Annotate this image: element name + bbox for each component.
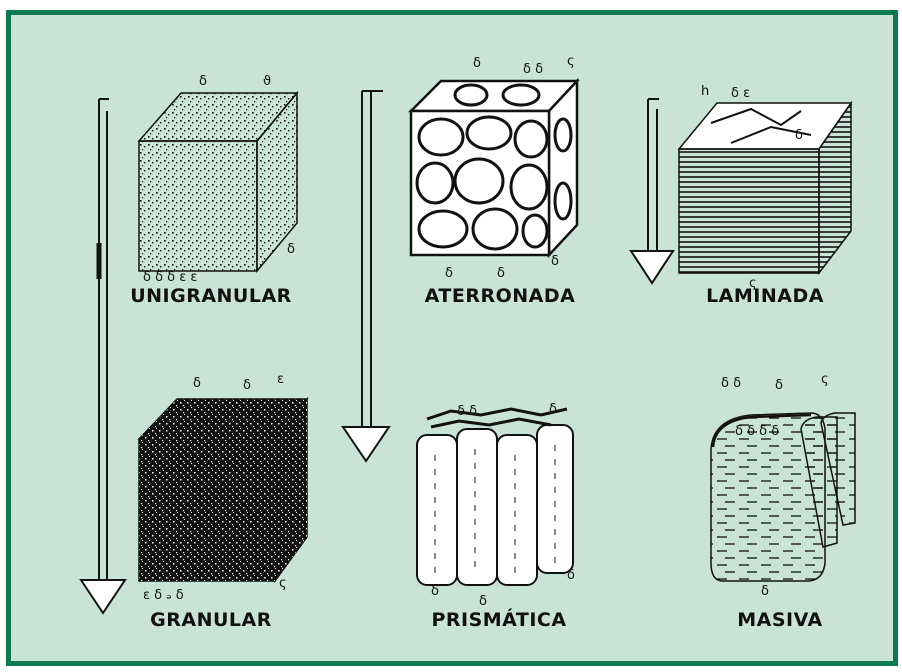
laminada-cube-drawing: h δ ε δ ς <box>679 84 851 291</box>
aterronada-cube-drawing: δ δ δ ς δ δ δ <box>411 54 577 281</box>
label-laminada: LAMINADA <box>706 285 824 307</box>
svg-text:δ: δ <box>761 584 769 599</box>
svg-text:δ: δ <box>551 254 559 269</box>
arrow-middle <box>343 91 389 461</box>
svg-text:δ: δ <box>431 584 439 599</box>
svg-text:ς: ς <box>821 372 829 387</box>
svg-text:δ: δ <box>199 74 207 89</box>
svg-text:δ: δ <box>549 402 557 417</box>
arrow-left <box>81 99 125 613</box>
svg-text:δ: δ <box>775 378 783 393</box>
svg-text:δ: δ <box>795 128 803 143</box>
granular-cube-drawing: δ δ ε ε δ ₔ δ ς <box>139 372 307 603</box>
label-prismatica: PRISMÁTICA <box>431 609 566 631</box>
svg-text:ς: ς <box>567 54 575 69</box>
svg-text:δ δ δ ε ε: δ δ δ ε ε <box>143 270 197 285</box>
svg-text:δ: δ <box>497 266 505 281</box>
svg-text:δ: δ <box>567 568 575 583</box>
svg-text:ε: ε <box>277 372 284 387</box>
svg-text:δ: δ <box>445 266 453 281</box>
svg-text:ϑ: ϑ <box>263 74 271 89</box>
soil-structure-diagram: δ ϑ δ δ δ ε ε δ <box>11 15 898 666</box>
masiva-block-drawing: δ δ δ ς δ δ δ δ δ <box>711 372 855 599</box>
svg-text:h: h <box>701 84 709 99</box>
label-masiva: MASIVA <box>737 609 823 631</box>
label-aterronada: ATERRONADA <box>425 285 576 307</box>
svg-text:ς: ς <box>279 576 287 591</box>
diagram-frame: δ ϑ δ δ δ ε ε δ <box>6 10 898 666</box>
svg-text:δ ε: δ ε <box>731 86 750 101</box>
svg-text:δ δ δ δ: δ δ δ δ <box>735 424 779 439</box>
svg-text:δ δ: δ δ <box>457 404 477 419</box>
label-unigranular: UNIGRANULAR <box>130 285 292 307</box>
svg-text:δ: δ <box>193 376 201 391</box>
svg-text:ε δ ₔ δ: ε δ ₔ δ <box>143 588 184 603</box>
label-granular: GRANULAR <box>150 609 272 631</box>
svg-text:δ δ: δ δ <box>523 62 543 77</box>
svg-text:δ: δ <box>243 378 251 393</box>
svg-text:δ: δ <box>287 242 295 257</box>
unigranular-cube-drawing: δ ϑ δ δ δ ε ε δ <box>139 74 297 285</box>
arrow-right <box>631 99 673 283</box>
svg-text:δ: δ <box>473 56 481 71</box>
svg-text:δ: δ <box>479 594 487 609</box>
svg-text:δ δ: δ δ <box>721 376 741 391</box>
prismatica-columns-drawing: δ δ δ δ δ δ <box>417 402 575 609</box>
